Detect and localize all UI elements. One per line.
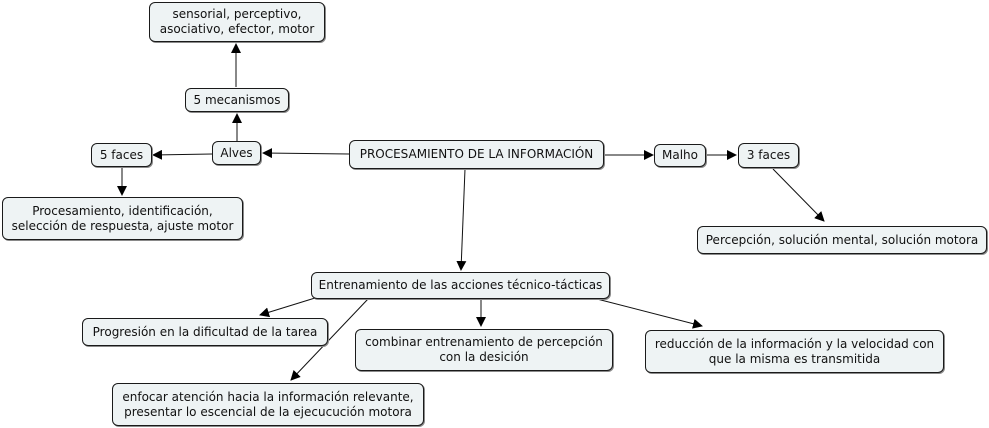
node-malho-phases[interactable]: 3 faces [738, 143, 799, 168]
node-root[interactable]: PROCESAMIENTO DE LA INFORMACIÓN [349, 140, 604, 169]
link-malho-phases-to-list [772, 168, 825, 222]
node-training[interactable]: Entrenamiento de las acciones técnico-tá… [311, 272, 610, 299]
node-training-progression[interactable]: Progresión en la dificultad de la tarea [82, 318, 328, 346]
node-alves-phases-list[interactable]: Procesamiento, identificación, selección… [2, 197, 243, 240]
node-malho-phases-list[interactable]: Percepción, solución mental, solución mo… [697, 226, 987, 254]
node-malho[interactable]: Malho [654, 144, 706, 167]
node-training-attention[interactable]: enfocar atención hacia la información re… [112, 383, 424, 426]
node-alves-mechanisms[interactable]: 5 mecanismos [185, 88, 289, 112]
link-training-to-progression [259, 297, 316, 318]
link-root-to-training [456, 168, 467, 271]
node-training-reduction[interactable]: reducción de la información y la velocid… [645, 330, 944, 373]
node-alves-phases[interactable]: 5 faces [91, 143, 152, 167]
link-root-to-alves [262, 148, 350, 159]
node-alves-mechanisms-list[interactable]: sensorial, perceptivo, asociativo, efect… [149, 2, 325, 42]
link-alves-to-phases [152, 149, 213, 160]
link-training-to-reduction [596, 298, 703, 329]
node-alves[interactable]: Alves [212, 141, 261, 165]
node-training-combine[interactable]: combinar entrenamiento de percepción con… [355, 329, 613, 371]
link-training-to-attention [290, 298, 369, 381]
